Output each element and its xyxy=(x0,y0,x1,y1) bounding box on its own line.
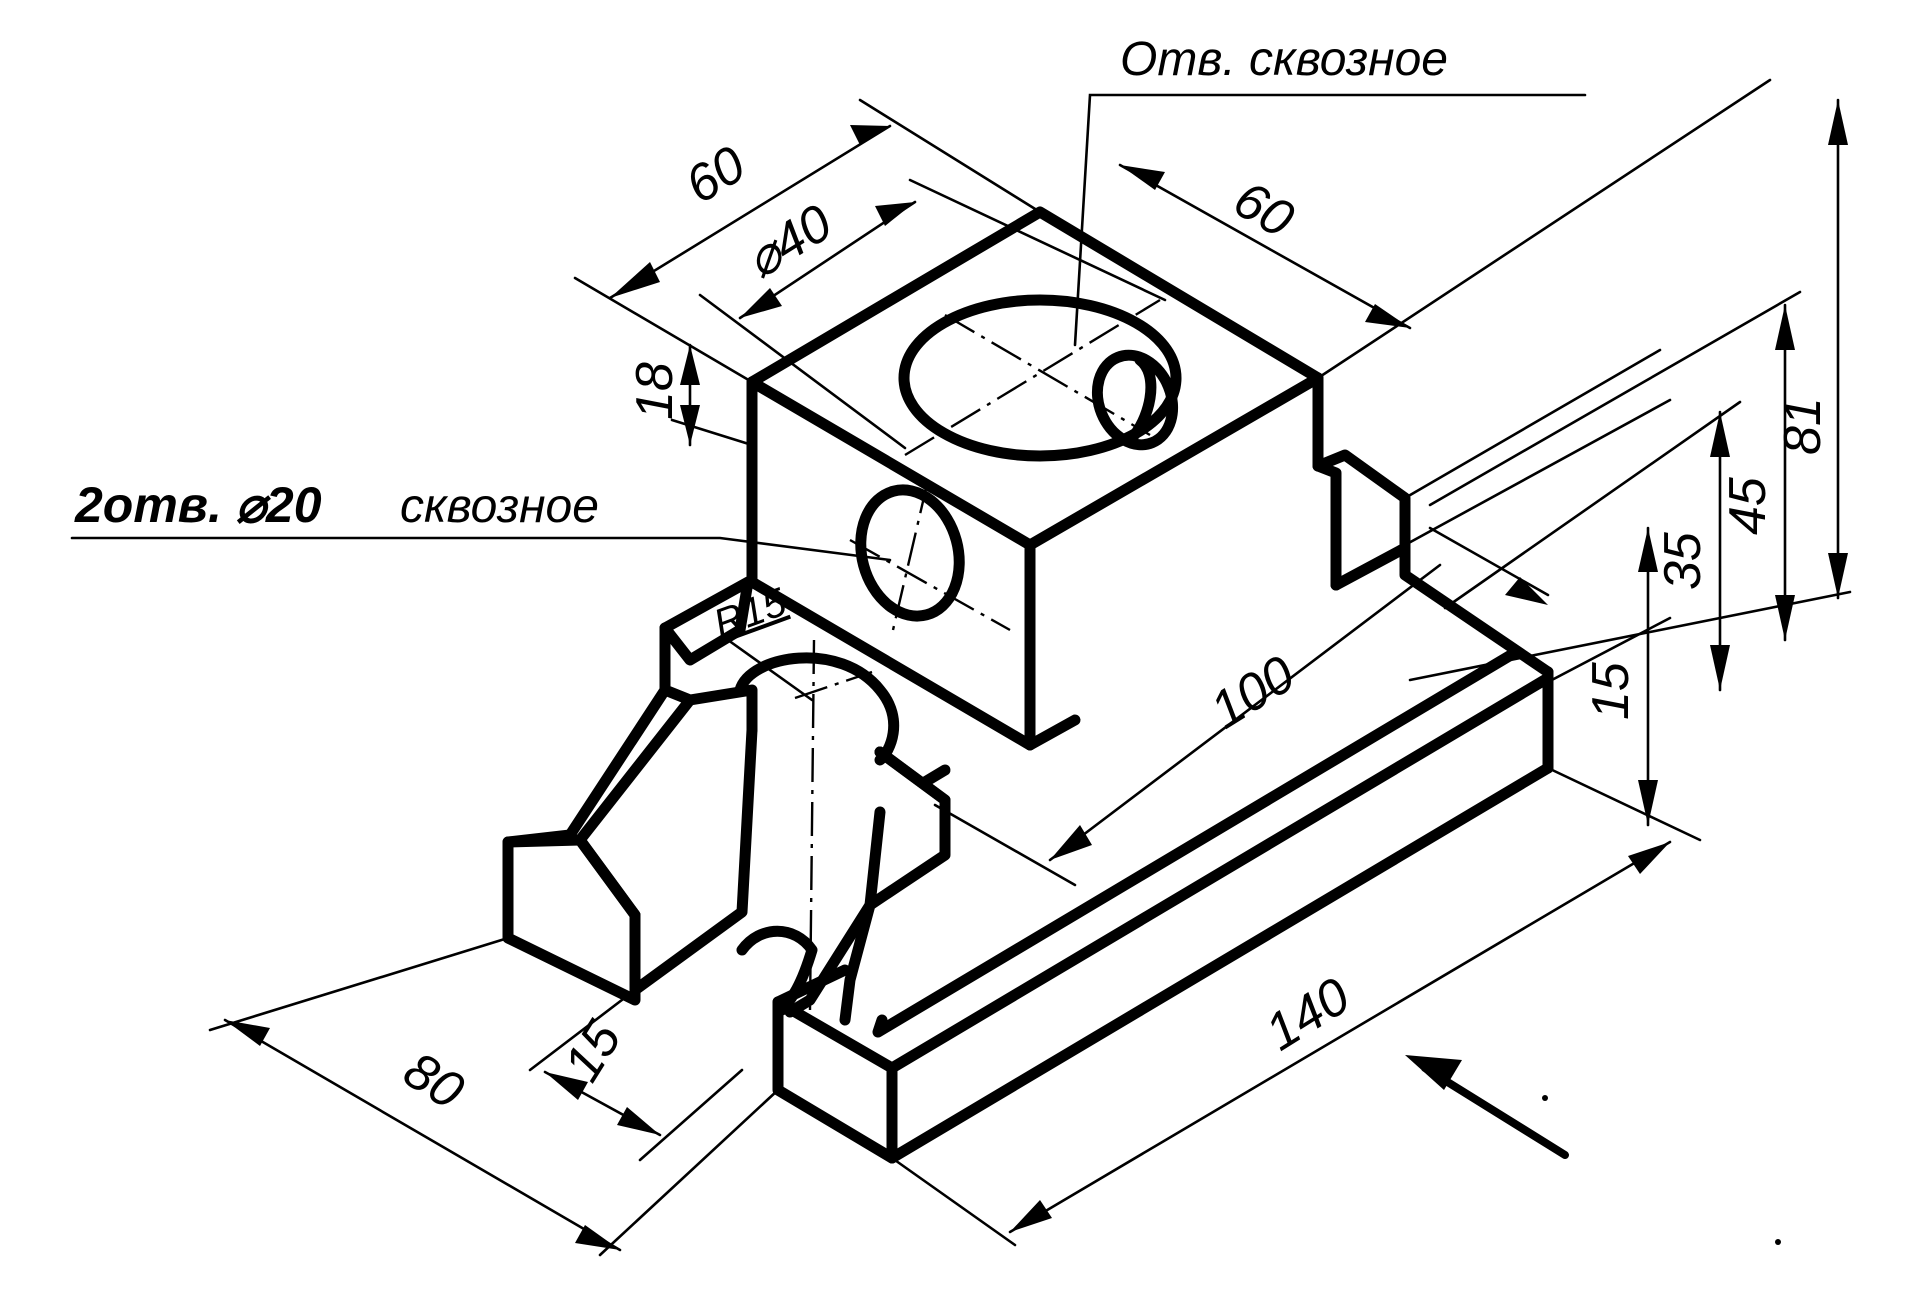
view-direction-arrow xyxy=(1405,1055,1569,1159)
dim-base-length: 140 xyxy=(1256,967,1360,1062)
speck xyxy=(1775,1239,1781,1245)
block-join xyxy=(919,764,951,788)
two-holes-note: 2отв. ⌀20 xyxy=(74,477,322,533)
annotations: Отв. сквозное 2отв. ⌀20 сквозное 60 ⌀40 … xyxy=(74,33,1832,1121)
block-bottom-edge xyxy=(1024,714,1081,751)
block-left-face xyxy=(746,376,1036,751)
front-hole xyxy=(855,484,965,622)
dim-top-depth: 60 xyxy=(1224,170,1303,249)
through-hole-note: Отв. сквозное xyxy=(1120,33,1448,86)
foot-left xyxy=(502,834,641,1006)
center-lines xyxy=(794,298,1161,1011)
right-hole-inner xyxy=(1124,354,1157,446)
front-hole-axis-1 xyxy=(849,538,1011,632)
cutout-axis-2 xyxy=(808,639,816,1011)
dim-step-length: 100 xyxy=(1201,645,1305,740)
part-outline xyxy=(502,206,1554,1164)
right-step-lower xyxy=(1330,542,1554,678)
fork-cutout-lower xyxy=(736,925,818,1016)
base-front-top-edge xyxy=(886,672,1554,1074)
dim-top-width: 60 xyxy=(676,135,756,215)
front-hole-axis-2 xyxy=(891,479,930,631)
dimension-lines xyxy=(70,78,1852,1257)
dim-base-width: 80 xyxy=(394,1041,474,1121)
fork-left-leg xyxy=(574,694,758,996)
fork-top-left xyxy=(659,576,754,666)
speck xyxy=(1542,1095,1548,1101)
block-right-face xyxy=(1312,372,1342,591)
dim-total-height: 81 xyxy=(1774,397,1832,455)
base-left-end xyxy=(772,996,898,1164)
top-hole-axis-1 xyxy=(904,298,1161,457)
fork-right-leg xyxy=(784,806,886,1018)
dim-base-thickness: 15 xyxy=(1582,661,1640,720)
fork-right-top xyxy=(874,746,951,806)
right-step xyxy=(1312,449,1411,562)
foot-left-top xyxy=(502,829,576,848)
dim-boss-height: 18 xyxy=(626,362,684,420)
base-ridge xyxy=(872,646,1522,1038)
arrowheads xyxy=(225,100,1848,1250)
right-hole xyxy=(1091,349,1179,451)
fork-left-leg-inner xyxy=(564,684,671,841)
top-hole-axis-2 xyxy=(944,313,1151,437)
fork-cutout xyxy=(734,652,900,766)
two-holes-note-suffix: сквозное xyxy=(400,480,599,533)
dim-hole-diameter: ⌀40 xyxy=(736,194,842,290)
top-face xyxy=(746,206,1324,551)
dim-radius: R15 xyxy=(708,580,793,647)
top-hole xyxy=(898,294,1182,462)
dim-level-35: 35 xyxy=(1654,531,1712,590)
cutout-axis-1 xyxy=(794,670,873,700)
dim-level-45: 45 xyxy=(1719,476,1777,535)
